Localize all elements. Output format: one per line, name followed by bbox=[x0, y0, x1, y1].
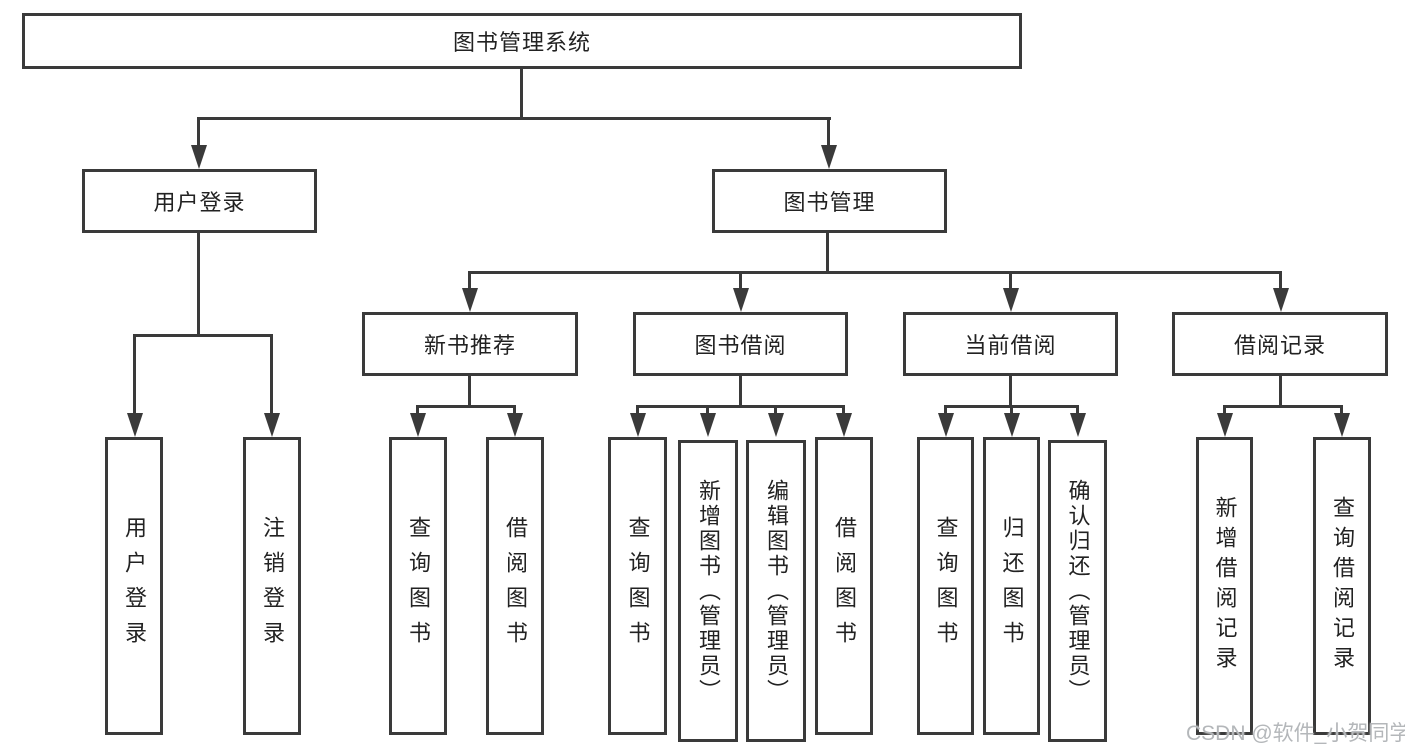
arrow-down bbox=[409, 405, 426, 437]
leaf-label: 新增图书（管理员） bbox=[696, 478, 721, 704]
connector-line bbox=[133, 334, 273, 337]
arrow-down bbox=[506, 405, 523, 437]
connector-line bbox=[197, 117, 831, 120]
arrow-down bbox=[1216, 405, 1233, 437]
arrow-down bbox=[263, 334, 280, 437]
leaf-label: 查询借阅记录 bbox=[1330, 496, 1355, 676]
leaf-label: 新增借阅记录 bbox=[1212, 496, 1238, 676]
node-book-borrowing: 图书借阅 bbox=[633, 312, 848, 376]
node-book-management: 图书管理 bbox=[712, 169, 947, 233]
arrow-down bbox=[1003, 405, 1020, 437]
leaf-add-borrow-record: 新增借阅记录 bbox=[1196, 437, 1253, 735]
leaf-label: 用户登录 bbox=[122, 516, 147, 656]
arrow-down bbox=[937, 405, 954, 437]
arrow-down bbox=[820, 117, 837, 169]
connector-line bbox=[197, 233, 200, 336]
connector-line bbox=[1009, 376, 1012, 407]
arrow-down bbox=[1002, 271, 1019, 312]
leaf-logout: 注销登录 bbox=[243, 437, 301, 735]
arrow-down bbox=[190, 117, 207, 169]
node-user-login: 用户登录 bbox=[82, 169, 317, 233]
leaf-edit-book-admin: 编辑图书（管理员） bbox=[746, 440, 806, 742]
connector-line bbox=[468, 376, 471, 407]
connector-line bbox=[739, 376, 742, 407]
leaf-borrow-books-borrowing: 借阅图书 bbox=[815, 437, 873, 735]
leaf-label: 查询图书 bbox=[625, 516, 651, 656]
connector-line bbox=[1223, 405, 1343, 408]
leaf-label: 借阅图书 bbox=[503, 516, 528, 656]
connector-line bbox=[416, 405, 516, 408]
connector-line bbox=[826, 233, 829, 274]
arrow-down bbox=[699, 405, 716, 437]
arrow-down bbox=[732, 271, 749, 312]
leaf-label: 查询图书 bbox=[406, 516, 431, 656]
arrow-down bbox=[461, 271, 478, 312]
connector-line bbox=[636, 405, 845, 408]
leaf-query-books-current: 查询图书 bbox=[917, 437, 974, 735]
leaf-confirm-return-admin: 确认归还（管理员） bbox=[1048, 440, 1107, 742]
leaf-query-books-borrowing: 查询图书 bbox=[608, 437, 667, 735]
leaf-label: 借阅图书 bbox=[832, 516, 857, 656]
arrow-down bbox=[835, 405, 852, 437]
arrow-down bbox=[1069, 405, 1086, 437]
arrow-down bbox=[629, 405, 646, 437]
leaf-label: 归还图书 bbox=[999, 516, 1025, 656]
node-new-book-recommend: 新书推荐 bbox=[362, 312, 578, 376]
arrow-down bbox=[126, 334, 143, 437]
leaf-label: 编辑图书（管理员） bbox=[764, 478, 789, 704]
arrow-down bbox=[1333, 405, 1350, 437]
leaf-query-books-recommend: 查询图书 bbox=[389, 437, 447, 735]
connector-line bbox=[468, 271, 1282, 274]
leaf-label: 确认归还（管理员） bbox=[1065, 478, 1091, 704]
node-borrowing-records: 借阅记录 bbox=[1172, 312, 1388, 376]
leaf-query-borrow-record: 查询借阅记录 bbox=[1313, 437, 1371, 735]
leaf-label: 注销登录 bbox=[260, 516, 285, 656]
connector-line bbox=[520, 69, 523, 119]
leaf-label: 查询图书 bbox=[933, 516, 959, 656]
arrow-down bbox=[767, 405, 784, 437]
leaf-borrow-books-recommend: 借阅图书 bbox=[486, 437, 544, 735]
connector-line bbox=[1279, 376, 1282, 407]
leaf-add-book-admin: 新增图书（管理员） bbox=[678, 440, 738, 742]
node-library-system: 图书管理系统 bbox=[22, 13, 1022, 69]
node-current-borrowing: 当前借阅 bbox=[903, 312, 1118, 376]
leaf-return-book: 归还图书 bbox=[983, 437, 1040, 735]
leaf-user-login: 用户登录 bbox=[105, 437, 163, 735]
watermark: CSDN @软件_小贺同学 bbox=[1186, 722, 1405, 745]
arrow-down bbox=[1272, 271, 1289, 312]
